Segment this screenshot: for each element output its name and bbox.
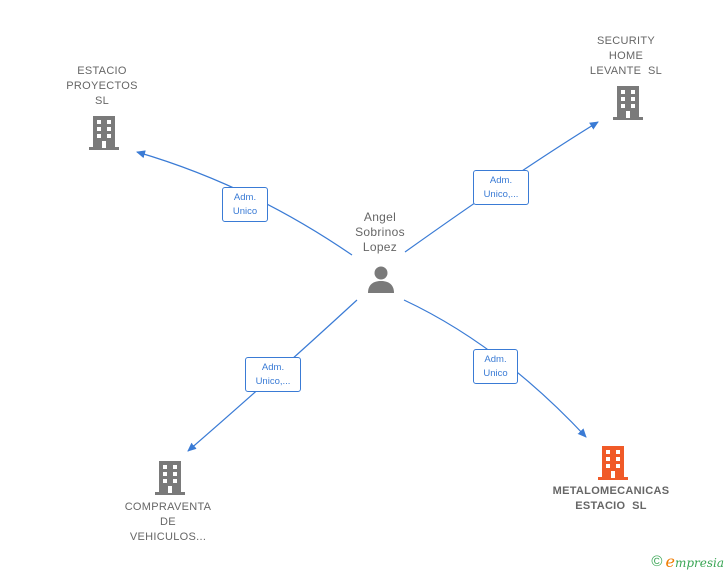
building-icon-highlighted[interactable]	[597, 444, 629, 480]
person-name[interactable]: Angel Sobrinos Lopez	[340, 210, 420, 255]
relation-label-line: Adm.	[261, 362, 285, 373]
company-name-line: HOME	[608, 50, 644, 62]
company-name-line: DE	[160, 516, 176, 528]
relation-label-line: Unico,...	[255, 376, 291, 387]
relation-label-line: Unico	[483, 368, 508, 379]
company-name-line: METALOMECANICAS	[552, 485, 670, 497]
brand-rest: mpresia	[674, 556, 724, 570]
person-name-line: Angel	[363, 210, 397, 224]
company-name-line: VEHICULOS...	[129, 531, 207, 543]
relation-label-estacio[interactable]: Adm. Unico	[222, 187, 268, 222]
person-name-line: Lopez	[362, 240, 398, 254]
person-icon[interactable]	[366, 264, 396, 294]
relation-label-line: Adm.	[484, 354, 507, 365]
company-name-compraventa[interactable]: COMPRAVENTA DE VEHICULOS...	[113, 500, 223, 545]
company-name-line: ESTACIO	[77, 65, 127, 77]
relation-label-metalomecanicas[interactable]: Adm. Unico	[473, 349, 518, 384]
relation-label-line: Unico,...	[483, 189, 519, 200]
relation-label-line: Unico	[232, 206, 258, 217]
company-name-line: COMPRAVENTA	[124, 501, 212, 513]
company-name-line: PROYECTOS	[66, 80, 138, 92]
relation-label-compraventa[interactable]: Adm. Unico,...	[245, 357, 301, 392]
building-icon[interactable]	[88, 114, 120, 150]
company-name-metalomecanicas[interactable]: METALOMECANICAS ESTACIO SL	[536, 484, 686, 514]
empresia-logo: ©empresia	[651, 552, 724, 571]
company-name-security[interactable]: SECURITY HOME LEVANTE SL	[576, 34, 676, 79]
brand-name: empresia	[665, 552, 724, 571]
brand-initial: e	[665, 552, 675, 571]
building-icon[interactable]	[154, 459, 186, 495]
company-name-estacio[interactable]: ESTACIO PROYECTOS SL	[52, 64, 152, 109]
relation-label-security[interactable]: Adm. Unico,...	[473, 170, 529, 205]
building-icon[interactable]	[612, 84, 644, 120]
relation-label-line: Adm.	[233, 192, 257, 203]
relation-label-line: Adm.	[489, 175, 513, 186]
company-name-line: SECURITY	[596, 35, 656, 47]
company-name-line: SL	[94, 95, 110, 107]
company-name-line: LEVANTE SL	[589, 65, 663, 77]
company-name-line: ESTACIO SL	[575, 500, 647, 512]
copyright-icon: ©	[651, 553, 663, 570]
person-name-line: Sobrinos	[355, 225, 405, 239]
